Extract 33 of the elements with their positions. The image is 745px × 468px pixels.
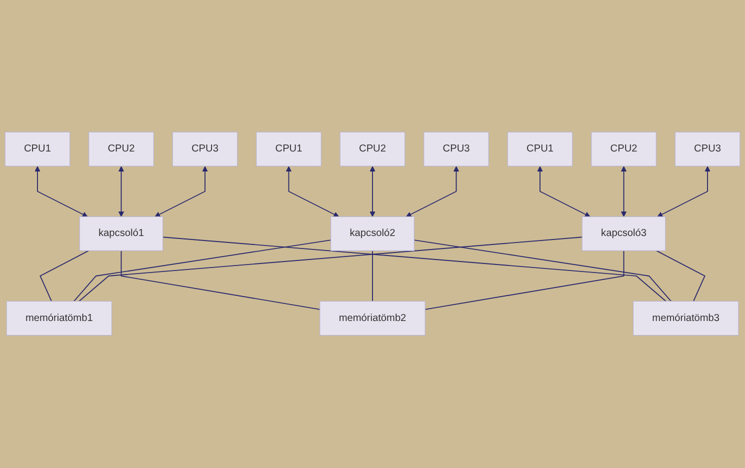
arrow: [537, 166, 590, 218]
arrow: [286, 166, 339, 218]
node-box: memóriatömb3: [632, 301, 739, 336]
node-box: CPU2: [591, 132, 656, 167]
connector: [414, 240, 672, 302]
connector: [162, 236, 666, 302]
connector: [74, 240, 332, 302]
connector: [120, 250, 320, 310]
arrow: [118, 166, 124, 218]
arrow: [657, 166, 710, 218]
arrow: [406, 166, 460, 218]
connector: [78, 236, 583, 302]
node-box: CPU2: [340, 132, 406, 167]
connector: [40, 250, 90, 302]
arrow: [154, 166, 208, 218]
node-box: memóriatömb2: [320, 301, 426, 336]
connector: [656, 250, 706, 302]
node-box: CPU1: [256, 132, 322, 167]
arrow: [34, 166, 88, 218]
node-box: CPU3: [172, 132, 238, 167]
node-box: memóriatömb1: [6, 301, 112, 336]
arrow: [370, 166, 376, 218]
node-box: kapcsoló2: [330, 216, 414, 252]
node-box: CPU3: [424, 132, 489, 167]
connector: [424, 250, 624, 310]
node-box: CPU1: [4, 132, 70, 167]
node-box: kapcsoló3: [582, 216, 666, 252]
node-box: CPU1: [507, 132, 573, 167]
node-box: kapcsoló1: [79, 216, 164, 252]
arrow: [621, 166, 627, 218]
node-box: CPU3: [674, 132, 740, 167]
connector: [372, 250, 373, 302]
node-box: CPU2: [88, 132, 154, 167]
